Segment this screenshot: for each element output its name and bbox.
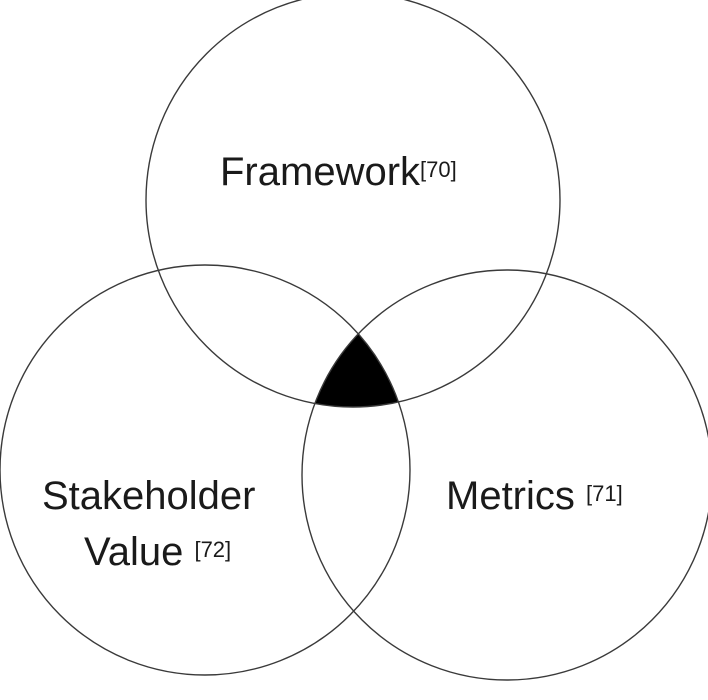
stakeholder-label-line2-text: Value bbox=[84, 530, 195, 574]
metrics-label: Metrics [71] bbox=[446, 470, 623, 522]
framework-label: Framework[70] bbox=[220, 146, 457, 198]
stakeholder-value-circle bbox=[0, 264, 411, 676]
stakeholder-label-line1: Stakeholder bbox=[42, 470, 255, 522]
framework-label-text: Framework bbox=[220, 150, 421, 194]
stakeholder-reference: [72] bbox=[194, 537, 232, 562]
metrics-circle bbox=[301, 269, 708, 681]
metrics-reference: [71] bbox=[586, 481, 623, 506]
stakeholder-label-line2: Value [72] bbox=[84, 526, 231, 578]
framework-reference: [70] bbox=[420, 157, 457, 182]
framework-circle bbox=[145, 0, 561, 408]
metrics-label-text: Metrics bbox=[446, 474, 586, 518]
stakeholder-label-line1-text: Stakeholder bbox=[42, 474, 256, 518]
